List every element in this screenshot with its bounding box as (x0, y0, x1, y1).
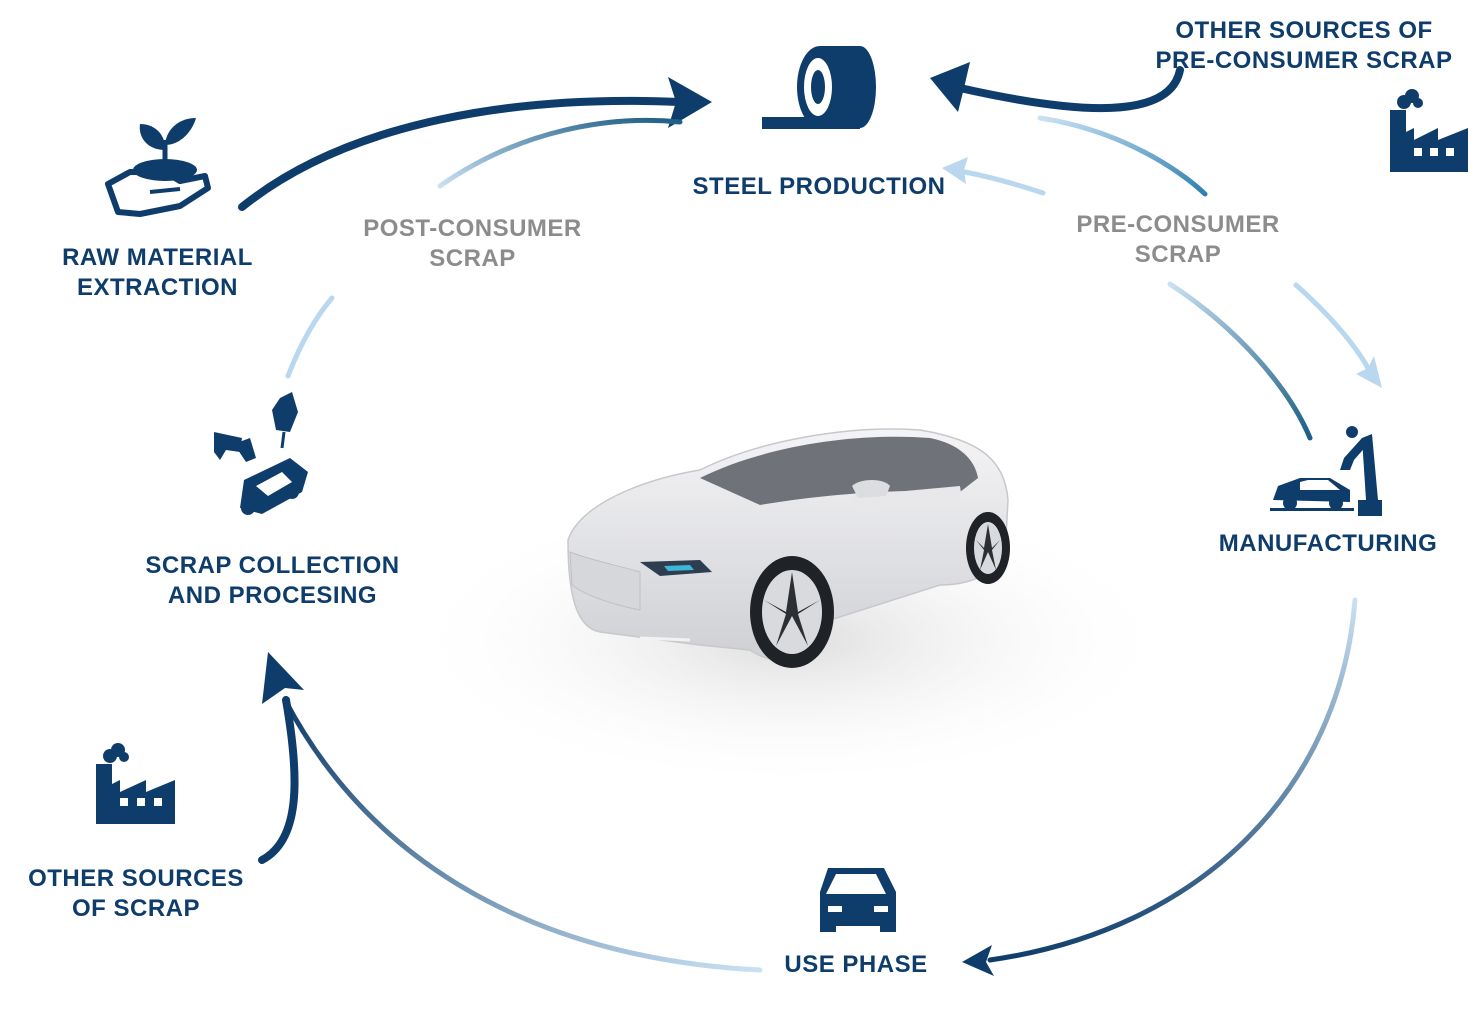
other-scrap-line1: OTHER SOURCES (28, 865, 244, 892)
raw-material-line1: RAW MATERIAL (62, 244, 253, 271)
other-preconsumer-sources-label: OTHER SOURCES OF PRE-CONSUMER SCRAP (1136, 16, 1472, 76)
arrow-raw-to-steel (238, 77, 712, 211)
arrow-manufacturing-to-use (962, 597, 1358, 976)
pre-consumer-line2: SCRAP (1134, 241, 1222, 268)
steel-coil-icon (762, 46, 876, 129)
use-phase-text: USE PHASE (784, 951, 928, 978)
car-scrap-claw-icon (214, 392, 308, 515)
raw-material-line2: EXTRACTION (77, 274, 238, 301)
factory-icon (1390, 89, 1468, 172)
arrow-use-to-scrap (282, 697, 763, 973)
other-scrap-line2: OF SCRAP (71, 895, 200, 922)
raw-material-label: RAW MATERIAL EXTRACTION (30, 243, 285, 303)
pre-consumer-scrap-label: PRE-CONSUMER SCRAP (1055, 210, 1301, 270)
plant-in-hand-icon (105, 118, 211, 217)
manufacturing-text: MANUFACTURING (1218, 530, 1438, 557)
steel-production-label: STEEL PRODUCTION (664, 172, 974, 202)
use-phase-label: USE PHASE (760, 950, 952, 980)
center-car-illustration (400, 428, 1180, 790)
arrow-other-preconsumer-to-steel (930, 62, 1184, 113)
car-front-icon (820, 868, 896, 932)
scrap-collection-line1: SCRAP COLLECTION (145, 552, 400, 579)
post-consumer-scrap-label: POST-CONSUMER SCRAP (340, 214, 605, 274)
arrow-pre-consumer (942, 157, 1313, 441)
post-consumer-line2: SCRAP (429, 245, 516, 272)
robot-arm-car-icon (1270, 426, 1382, 516)
arrow-steel-to-manufacturing (1037, 115, 1382, 388)
factory-icon-2 (96, 743, 175, 824)
steel-production-text: STEEL PRODUCTION (692, 173, 946, 200)
other-scrap-sources-label: OTHER SOURCES OF SCRAP (10, 864, 262, 924)
manufacturing-label: MANUFACTURING (1190, 529, 1466, 559)
scrap-collection-label: SCRAP COLLECTION AND PROCESING (120, 551, 425, 611)
scrap-collection-line2: AND PROCESING (167, 582, 378, 609)
other-preconsumer-line1: OTHER SOURCES OF (1175, 17, 1433, 44)
post-consumer-line1: POST-CONSUMER (363, 215, 582, 242)
arrow-post-consumer (285, 117, 683, 379)
pre-consumer-line1: PRE-CONSUMER (1076, 211, 1280, 238)
arrow-other-scrap-to-collection (258, 652, 304, 864)
other-preconsumer-line2: PRE-CONSUMER SCRAP (1155, 47, 1453, 74)
